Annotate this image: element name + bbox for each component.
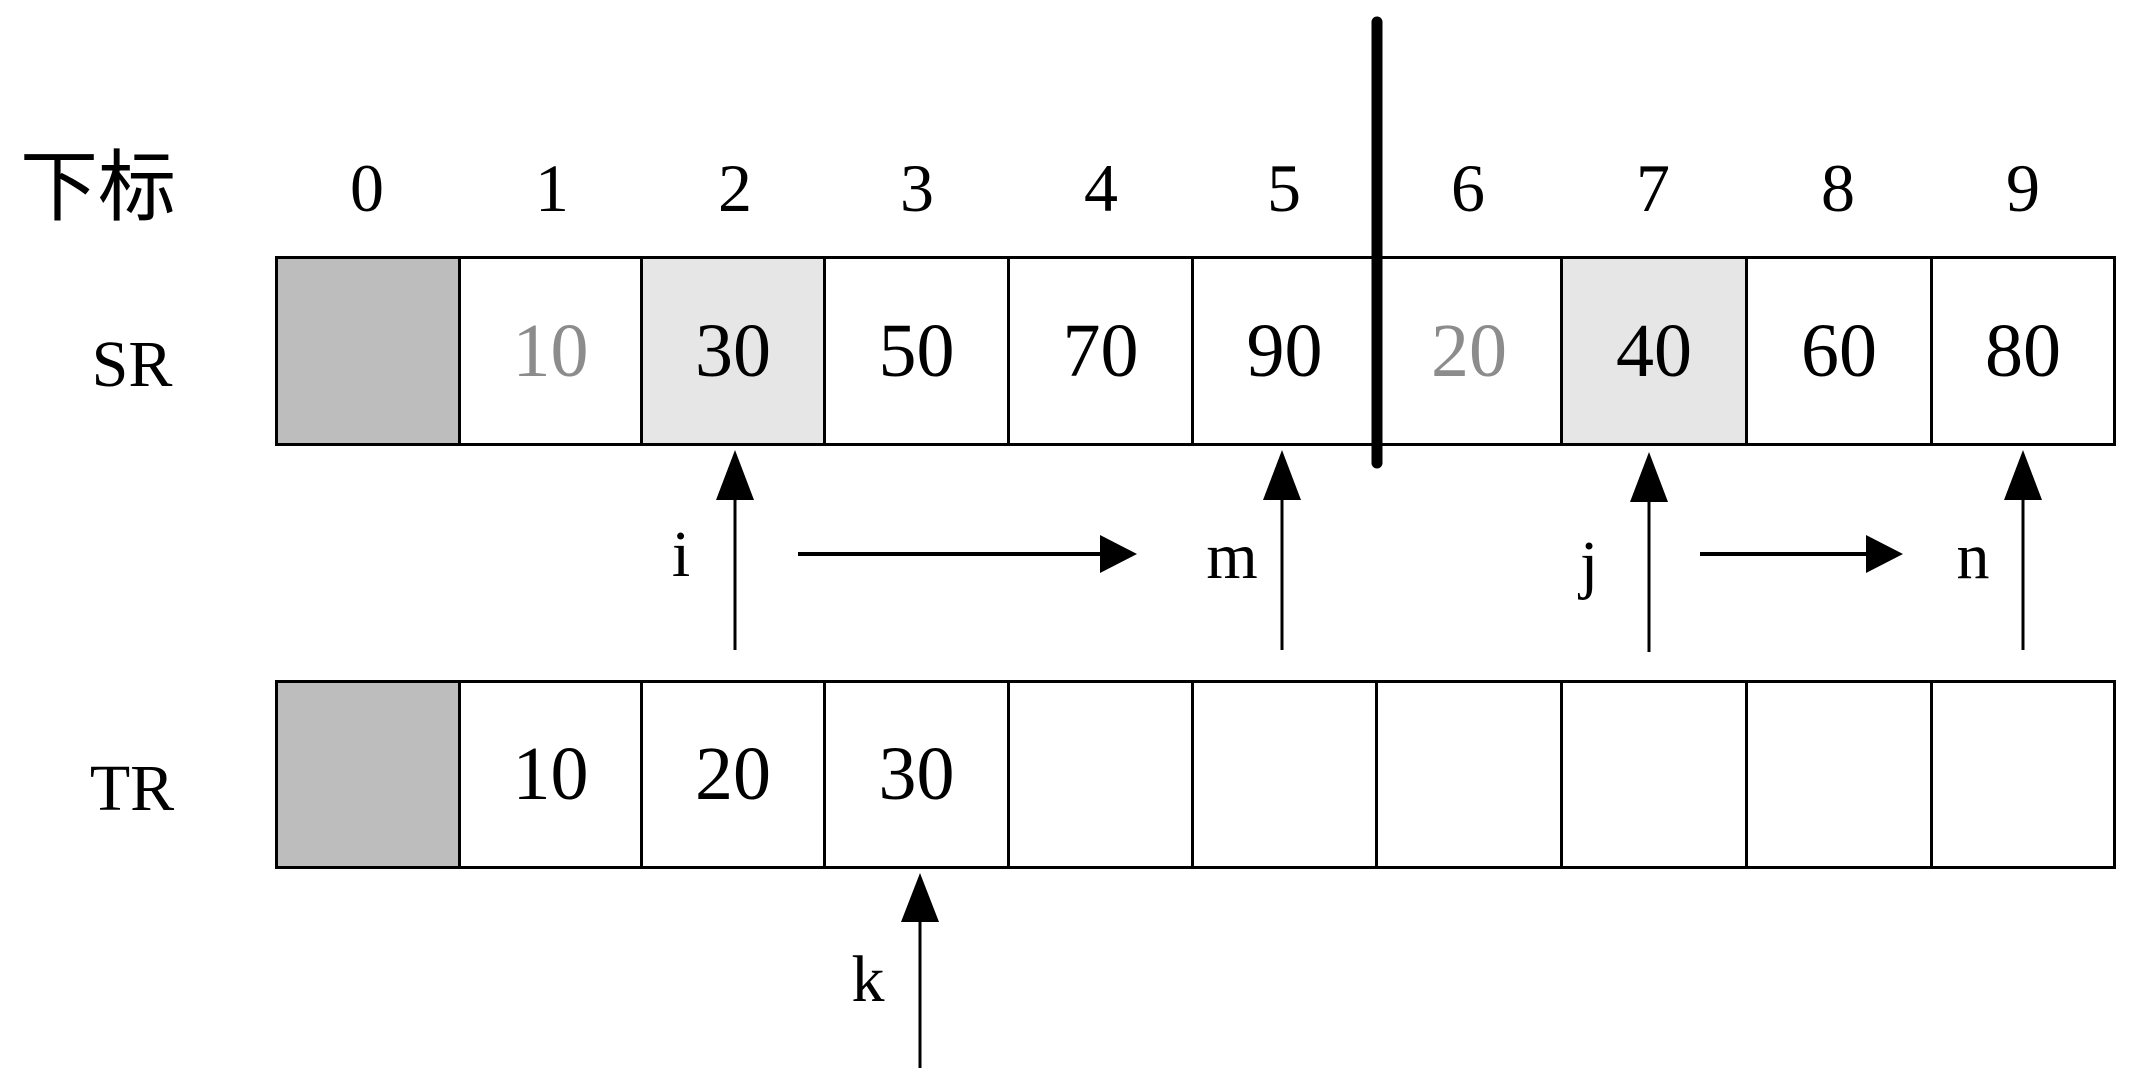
tr-cell-1: 10: [458, 680, 643, 869]
tr-cell-9: [1930, 680, 2116, 869]
advance-arrow-i-to-m-icon: [798, 535, 1137, 573]
sr-cell-2: 30: [640, 256, 826, 446]
sr-cell-8: 60: [1745, 256, 1933, 446]
index-label: 7: [1636, 150, 1670, 226]
pointer-label-j: j: [1579, 528, 1599, 601]
pointer-k-arrow-icon: [901, 873, 939, 1068]
tr-cell-3: 30: [823, 680, 1010, 869]
row-label-sr: SR: [91, 328, 173, 401]
index-label: 5: [1267, 150, 1301, 226]
index-label: 3: [900, 150, 934, 226]
sr-cell-7: 40: [1560, 256, 1748, 446]
sr-cell-0: [275, 256, 461, 446]
index-header-label: 下标: [19, 143, 177, 233]
sr-cell-9: 80: [1930, 256, 2116, 446]
pointer-i-arrow-icon: [716, 450, 754, 650]
row-label-tr: TR: [89, 752, 175, 825]
index-label: 9: [2006, 150, 2040, 226]
index-label: 6: [1451, 150, 1485, 226]
advance-arrow-j-to-n-icon: [1700, 535, 1903, 573]
index-label: 1: [535, 150, 569, 226]
pointer-label-i: i: [671, 518, 691, 591]
sr-cell-1: 10: [458, 256, 643, 446]
index-label: 4: [1084, 150, 1118, 226]
pointer-label-k: k: [851, 943, 885, 1016]
index-label: 0: [350, 150, 384, 226]
pointer-m-arrow-icon: [1263, 450, 1301, 650]
pointer-label-n: n: [1956, 520, 1990, 593]
pointer-n-arrow-icon: [2004, 450, 2042, 650]
index-label: 8: [1821, 150, 1855, 226]
pointer-j-arrow-icon: [1630, 452, 1668, 652]
pointer-label-m: m: [1206, 520, 1258, 593]
index-label: 2: [718, 150, 752, 226]
